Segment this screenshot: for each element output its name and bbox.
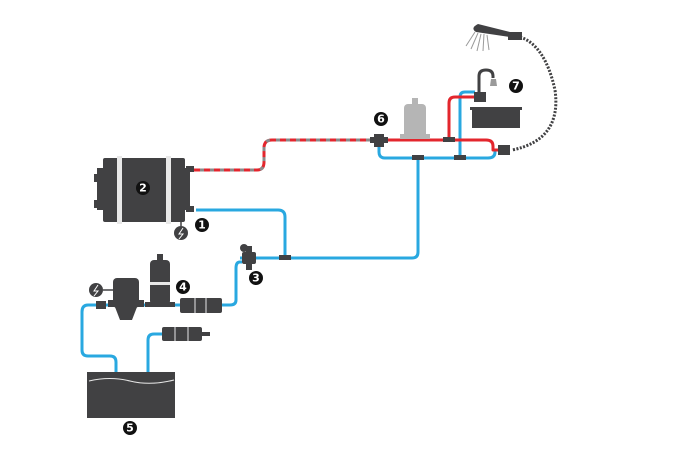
label-4: 4 bbox=[176, 280, 190, 294]
svg-text:1: 1 bbox=[198, 219, 206, 232]
tee-fitting bbox=[412, 155, 424, 160]
label-3: 3 bbox=[249, 271, 263, 285]
cold-pipe-tank-return bbox=[146, 332, 162, 372]
svg-text:6: 6 bbox=[377, 113, 385, 126]
label-5: 5 bbox=[123, 421, 137, 435]
water-heater[interactable] bbox=[94, 156, 194, 240]
cold-pipe-main bbox=[240, 158, 420, 260]
cold-pipe-manifold bbox=[377, 146, 500, 160]
strainer-filter[interactable] bbox=[180, 298, 222, 313]
tee-fitting bbox=[454, 155, 466, 160]
expansion-tank bbox=[400, 98, 430, 139]
cold-pipe-valve-to-filter bbox=[220, 260, 242, 307]
cold-pipe-pump-to-tee bbox=[196, 208, 287, 258]
hot-pipe-heater-dashed bbox=[190, 138, 374, 172]
mixer-fitting bbox=[498, 145, 510, 155]
hot-pipe-dash-overlay bbox=[190, 138, 374, 172]
svg-text:3: 3 bbox=[252, 272, 260, 285]
tee-fitting bbox=[443, 137, 455, 142]
water-pump[interactable] bbox=[89, 254, 175, 320]
hot-water-pipes bbox=[190, 95, 500, 172]
label-6: 6 bbox=[374, 112, 388, 126]
svg-text:2: 2 bbox=[139, 182, 147, 195]
label-7: 7 bbox=[509, 79, 523, 93]
svg-text:5: 5 bbox=[126, 422, 134, 435]
water-tank[interactable] bbox=[87, 372, 175, 418]
mixing-valve[interactable] bbox=[240, 244, 256, 270]
shower-hose bbox=[511, 35, 558, 152]
label-2: 2 bbox=[136, 181, 150, 195]
pressure-gauge-icon bbox=[174, 226, 188, 240]
inline-filter[interactable] bbox=[162, 327, 210, 341]
pipe-tees bbox=[279, 137, 466, 260]
cold-pipe-pump-to-tank bbox=[80, 303, 118, 372]
number-labels: 1 2 3 4 5 6 7 bbox=[123, 79, 523, 435]
svg-text:4: 4 bbox=[179, 281, 187, 294]
cold-water-pipes bbox=[80, 90, 500, 372]
pressure-relief-valve[interactable] bbox=[370, 134, 388, 147]
tee-fitting bbox=[279, 255, 291, 260]
sink-faucet[interactable] bbox=[470, 68, 522, 128]
pressure-gauge-icon bbox=[89, 283, 103, 297]
label-1: 1 bbox=[195, 218, 209, 232]
hot-pipe-to-faucet bbox=[447, 95, 475, 140]
shower-head[interactable] bbox=[465, 24, 558, 155]
svg-text:7: 7 bbox=[512, 80, 520, 93]
hot-pipe-manifold bbox=[384, 138, 500, 152]
